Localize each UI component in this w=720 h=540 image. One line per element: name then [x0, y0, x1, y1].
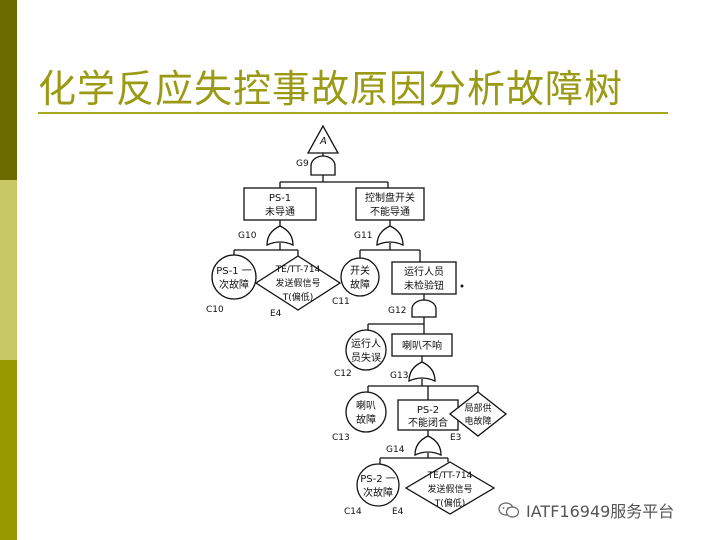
label-e4-second: E4	[392, 507, 404, 517]
gate-label-g14: G14	[386, 445, 405, 455]
event-control-panel-switch	[355, 187, 425, 221]
e4b-line3: T(偏低)	[434, 497, 466, 509]
gate-label-g10: G10	[238, 231, 257, 241]
gate-label-g13: G13	[390, 371, 408, 381]
e4a-line3: T(偏低)	[282, 291, 314, 303]
basic-event-c11	[340, 257, 380, 297]
basic-event-c13	[345, 391, 387, 433]
label-c10: C10	[206, 305, 224, 315]
undeveloped-event-e4-first	[254, 255, 342, 311]
c13-line1: 喇叭	[356, 400, 376, 412]
c14-line1: PS-2 一	[360, 474, 396, 485]
event-ps1-line2: 未导通	[265, 206, 295, 218]
or-gate-g14	[414, 435, 442, 457]
e3-line2: 电故障	[464, 415, 491, 427]
or-gate-g10	[266, 225, 294, 247]
e4a-line2: 发送假信号	[275, 277, 320, 289]
watermark-text: IATF16949服务平台	[526, 502, 675, 521]
basic-event-c10	[211, 254, 257, 300]
undeveloped-event-e4-second	[404, 461, 496, 515]
label-c13: C13	[332, 433, 350, 443]
watermark: IATF16949服务平台	[498, 498, 674, 522]
label-c14: C14	[344, 507, 362, 517]
c12-line2: 员失误	[351, 351, 381, 364]
basic-event-c14	[356, 463, 400, 507]
c12-line1: 运行人	[351, 337, 381, 350]
event-ctrl-line2: 不能导通	[370, 205, 410, 218]
sidebar-block-top	[0, 0, 17, 180]
event-ps1-not-conducting	[243, 187, 317, 221]
gate-label-g11: G11	[354, 231, 372, 241]
and-gate-g9	[310, 155, 336, 176]
and-gate-g12	[411, 299, 437, 318]
gate-label-g9: G9	[296, 159, 309, 169]
op-line1: 运行人员	[404, 265, 444, 278]
c14-line2: 次故障	[363, 486, 393, 499]
title-underline	[38, 112, 668, 114]
c10-line2: 次故障	[219, 278, 249, 291]
slide-title: 化学反应失控事故原因分析故障树	[38, 67, 624, 111]
c11-line2: 故障	[350, 278, 370, 291]
or-gate-g11	[376, 225, 404, 247]
wechat-icon	[498, 502, 520, 518]
horn-text: 喇叭不响	[402, 339, 442, 352]
label-e4-first: E4	[270, 309, 282, 319]
label-c12: C12	[334, 369, 352, 379]
event-ps2-cannot-close	[397, 399, 459, 431]
e3-line1: 局部供	[464, 402, 491, 414]
top-event-label: A	[319, 136, 327, 147]
op-line2: 未检验钮	[404, 279, 444, 292]
e4a-line1: TE/TT-714	[275, 265, 321, 275]
c13-line2: 故障	[356, 413, 376, 426]
ps2-line2: 不能闭合	[408, 416, 448, 429]
e4b-line1: TE/TT-714	[427, 471, 473, 481]
c11-line1: 开关	[350, 264, 370, 277]
event-ps1-line1: PS-1	[269, 193, 291, 204]
e4b-line2: 发送假信号	[427, 483, 472, 495]
sidebar-stripe	[0, 0, 17, 540]
undeveloped-event-e3	[448, 391, 508, 437]
gate-label-g12: G12	[388, 306, 406, 316]
sidebar-block-middle	[0, 180, 17, 360]
label-e3: E3	[450, 433, 461, 443]
event-operator-not-check	[391, 261, 457, 295]
basic-event-c12	[345, 329, 387, 371]
sidebar-block-bottom	[0, 360, 17, 540]
ps2-line1: PS-2	[417, 405, 439, 416]
event-ctrl-line1: 控制盘开关	[365, 191, 415, 204]
label-c11: C11	[332, 297, 350, 307]
c10-line1: PS-1 一	[216, 266, 252, 277]
or-gate-g13	[408, 361, 436, 383]
